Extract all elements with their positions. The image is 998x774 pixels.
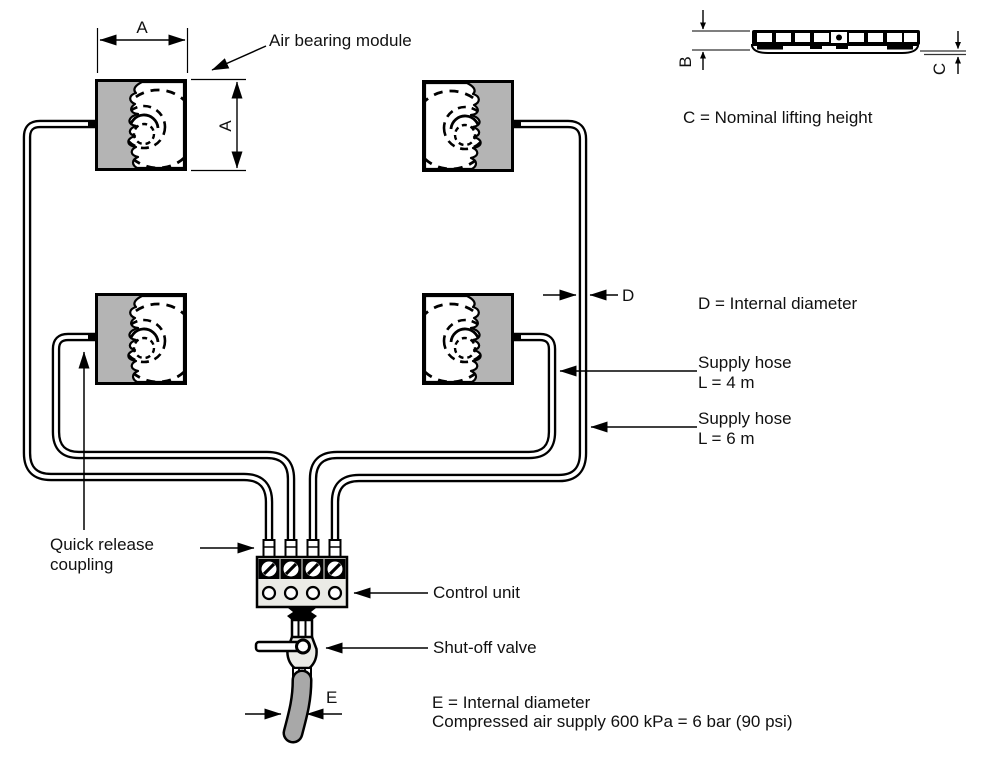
leader-air-bearing-module [211, 45, 267, 71]
control-unit-valve-knobs [258, 559, 346, 579]
note-internal-diameter-e: E = Internal diameter [432, 693, 591, 712]
dimension-c-lines [920, 50, 966, 56]
side-view-center-dot [836, 34, 842, 41]
dim-d-label: D [622, 286, 635, 305]
valve-pivot [295, 638, 311, 655]
coupling-stubs [262, 539, 342, 559]
dim-a-height-label: A [216, 120, 235, 132]
air-supply-hose [282, 669, 313, 744]
supply-hoses [22, 119, 588, 544]
control-unit [255, 555, 349, 609]
module-side-view [751, 30, 920, 54]
dim-b-label: B [676, 56, 695, 68]
control-unit-ports [261, 585, 343, 601]
leader-arrows [78, 45, 697, 720]
dim-e-label: E [326, 688, 338, 707]
control-unit-label: Control unit [433, 583, 520, 602]
air-bearing-module-label: Air bearing module [269, 31, 412, 50]
dim-c-label: C [930, 62, 949, 76]
dimension-a-height [191, 78, 246, 172]
module-top-right [412, 82, 513, 171]
note-internal-diameter-d: D = Internal diameter [698, 294, 858, 313]
shut-off-valve [254, 608, 318, 744]
dimension-b-lines [692, 30, 750, 51]
module-bottom-left [97, 295, 198, 384]
side-view-body [751, 44, 919, 54]
module-top-left [97, 81, 198, 170]
note-air-supply: Compressed air supply 600 kPa = 6 bar (9… [432, 712, 793, 731]
serrated-nut [287, 608, 317, 621]
module-bottom-right [412, 295, 513, 384]
note-nominal-lifting-height: C = Nominal lifting height [683, 108, 873, 127]
shut-off-valve-label: Shut-off valve [433, 638, 537, 657]
dimension-a-width [96, 28, 189, 73]
dim-a-width-label: A [136, 18, 148, 37]
